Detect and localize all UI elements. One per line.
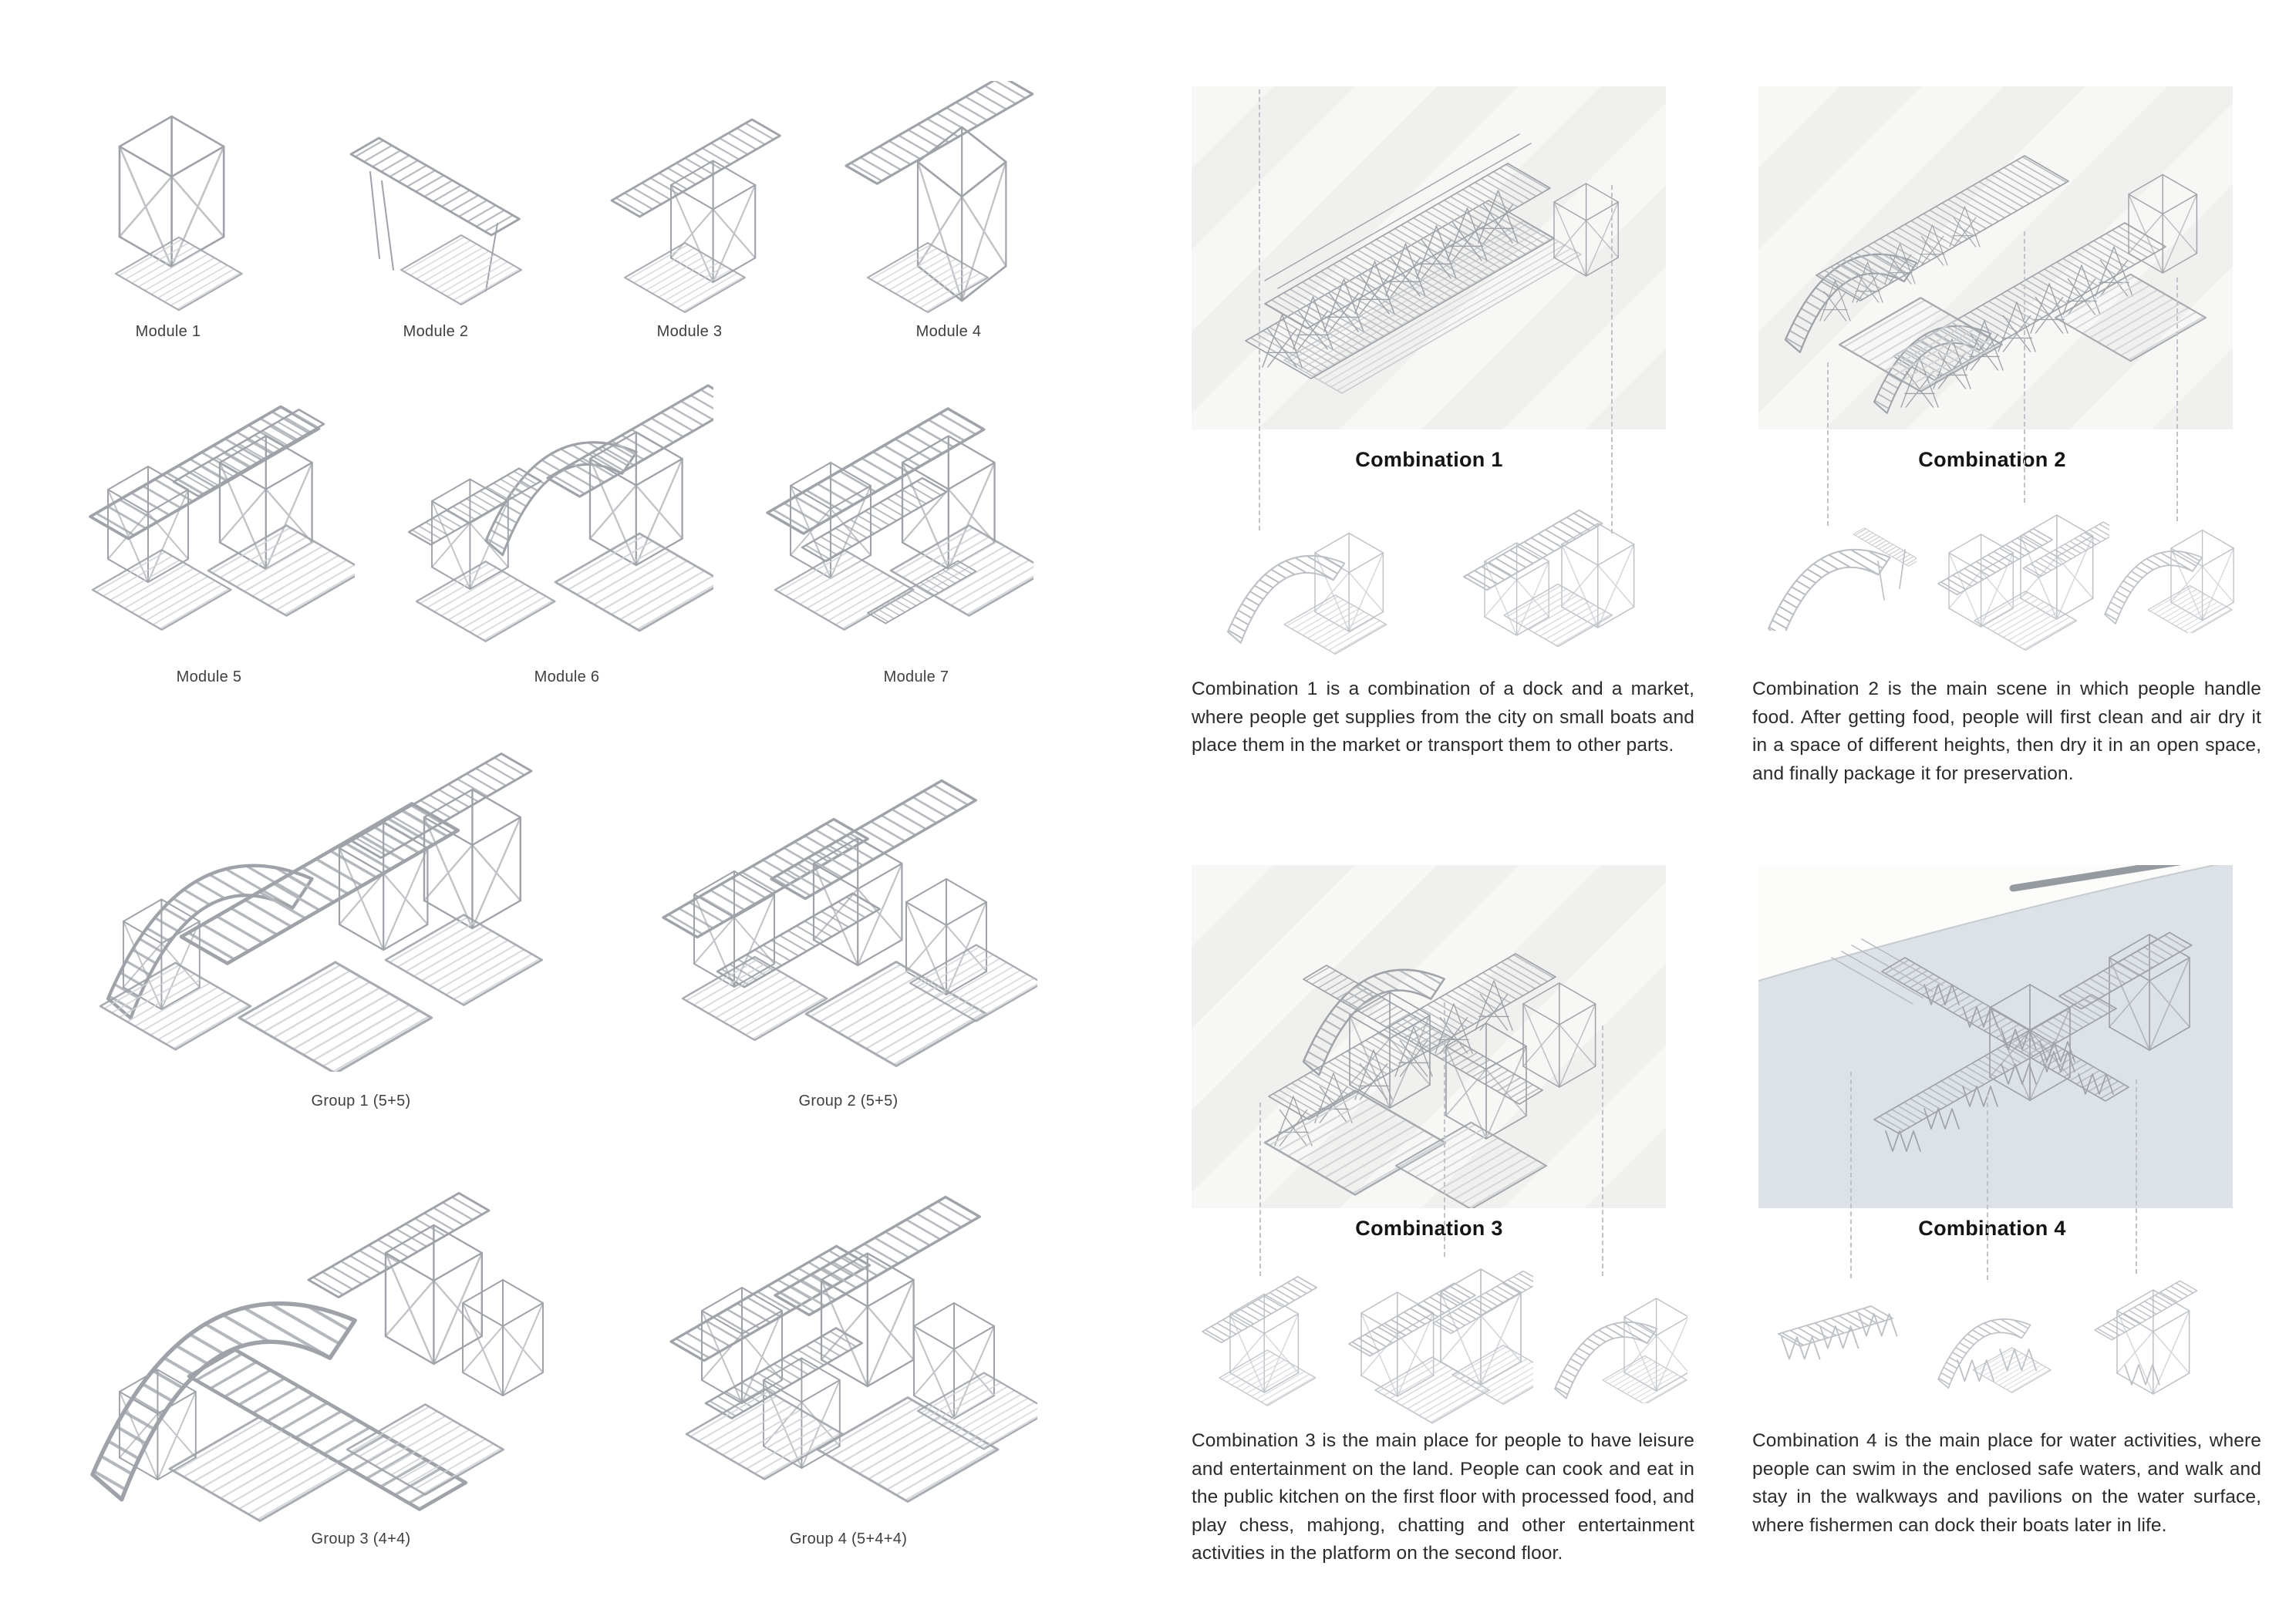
module-7-figure [760, 366, 1033, 663]
combination-3-isometric-drawing [1192, 865, 1666, 1208]
leader-line [2176, 278, 2178, 521]
combination-4-breakdown-3 [2090, 1268, 2229, 1396]
water-pavilion-drawing [1937, 1318, 2052, 1393]
combination-3-image [1192, 865, 1666, 1208]
group-2-isometric-drawing [662, 779, 1037, 1067]
module-2-figure [339, 89, 548, 328]
group-1-label: Group 1 (5+5) [311, 1093, 411, 1109]
combination-4-isometric-drawing [1758, 865, 2233, 1208]
module-1-isometric-drawing [114, 115, 243, 311]
group-2-figure [648, 767, 1037, 1076]
leader-line [1444, 1002, 1445, 1257]
module-6-label: Module 6 [534, 668, 600, 685]
combination-3-title: Combination 3 [1355, 1217, 1503, 1240]
module-5-isometric-drawing [89, 405, 355, 631]
kitchen-module-drawing [1202, 1275, 1318, 1406]
combination-4-description: Combination 4 is the main place for wate… [1752, 1430, 2261, 1536]
combination-4-title: Combination 4 [1918, 1217, 2066, 1240]
group-1-isometric-drawing [99, 753, 544, 1072]
module-4-figure [837, 81, 1049, 328]
leader-line [1827, 362, 1829, 526]
combination-2-title: Combination 2 [1918, 448, 2066, 471]
module-7-label: Module 7 [883, 668, 949, 685]
group-4-figure [648, 1176, 1037, 1519]
combination-3-breakdown-1 [1198, 1266, 1333, 1409]
module-1-label: Module 1 [135, 323, 201, 340]
combination-3-breakdown-2 [1344, 1248, 1533, 1425]
leader-line [2024, 231, 2025, 503]
leisure-platform-drawing [1348, 1268, 1533, 1424]
group-2-label: Group 2 (5+5) [798, 1093, 899, 1109]
module-3-isometric-drawing [610, 118, 781, 313]
module-3-figure [598, 96, 794, 328]
arched-walkway-drawing [1554, 1298, 1687, 1403]
combination-3-description: Combination 3 is the main place for peop… [1192, 1430, 1694, 1564]
combination-4-breakdown-1 [1772, 1274, 1915, 1393]
dock-module-drawing [1226, 532, 1387, 655]
trestle-walkway-drawing [1778, 1305, 1898, 1360]
combination-1-image [1192, 86, 1666, 429]
leader-line [1602, 1025, 1603, 1276]
module-5-figure [81, 366, 355, 663]
combination-4-breakdown-2 [1930, 1274, 2065, 1397]
group-4-label: Group 4 (5+4+4) [789, 1530, 908, 1547]
group-3-isometric-drawing [54, 1192, 544, 1522]
leader-line [1259, 89, 1260, 530]
module-4-label: Module 4 [915, 323, 982, 340]
module-5-label: Module 5 [176, 668, 242, 685]
module-2-label: Module 2 [403, 323, 469, 340]
module-7-isometric-drawing [766, 407, 1033, 631]
combination-2-description: Combination 2 is the main scene in which… [1752, 678, 2261, 784]
combination-1-breakdown-1 [1219, 497, 1404, 663]
combination-1-description: Combination 1 is a combination of a dock… [1192, 678, 1694, 756]
module-2-isometric-drawing [349, 136, 522, 305]
leader-line [1987, 1095, 1988, 1280]
module-3-label: Module 3 [656, 323, 723, 340]
group-4-isometric-drawing [669, 1195, 1037, 1503]
food-handling-cluster-drawing [1937, 514, 2109, 651]
dock-pavilion-drawing [2094, 1280, 2198, 1395]
packaging-pavilion-drawing [2104, 529, 2234, 633]
combination-1-breakdown-2 [1458, 500, 1643, 650]
leader-line [1850, 1072, 1852, 1278]
combination-1-title: Combination 1 [1355, 448, 1503, 471]
leader-line [2136, 1079, 2137, 1274]
drying-ramp-drawing [1767, 527, 1917, 631]
group-1-figure [54, 705, 551, 1072]
module-6-figure [397, 351, 713, 667]
combination-2-breakdown-2 [1932, 497, 2109, 652]
module-6-isometric-drawing [407, 384, 713, 642]
module-4-isometric-drawing [845, 81, 1034, 313]
combination-2-image [1758, 86, 2233, 429]
combination-1-isometric-drawing [1192, 86, 1666, 429]
combination-2-breakdown-3 [2100, 503, 2237, 633]
module-1-figure [96, 93, 258, 324]
combination-3-breakdown-3 [1549, 1271, 1687, 1403]
leader-line [1611, 185, 1613, 534]
leader-line [1259, 1103, 1261, 1276]
combination-4-image [1758, 865, 2233, 1208]
combination-2-isometric-drawing [1758, 86, 2233, 429]
group-3-label: Group 3 (4+4) [311, 1530, 411, 1547]
market-module-drawing [1463, 509, 1635, 648]
group-3-figure [54, 1137, 551, 1527]
combination-2-breakdown-1 [1762, 507, 1917, 631]
